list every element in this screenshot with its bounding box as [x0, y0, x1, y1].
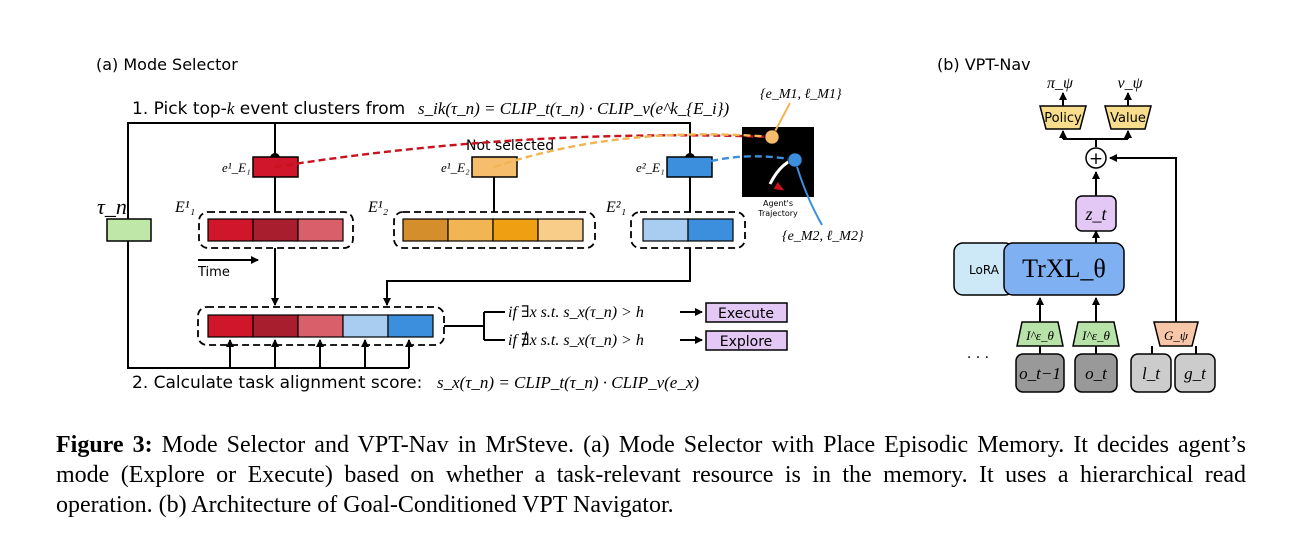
- cluster-cells-e3: [642, 218, 734, 242]
- loc-box: [1130, 353, 1172, 393]
- merged-cell-2: [252, 314, 299, 338]
- obs-prev-label: o_t−1: [1019, 364, 1061, 383]
- memory-link-orange: [493, 133, 773, 169]
- time-label: Time: [197, 265, 230, 280]
- figure-caption: Figure 3: Mode Selector and VPT-Nav in M…: [56, 430, 1246, 520]
- panel-b-title: (b) VPT-Nav: [937, 55, 1031, 74]
- step2-text: 2. Calculate task alignment score:: [132, 373, 422, 393]
- execute-box: [705, 302, 788, 323]
- sum-node: [1085, 147, 1107, 169]
- mem-label-1: {e_M1, ℓ_M1}: [760, 87, 842, 102]
- cluster-group-e3: [630, 211, 746, 249]
- pi-label: π_ψ: [1047, 75, 1074, 92]
- cluster-label-e1: E¹₁: [174, 199, 195, 216]
- cond-not-exists: if ∄x s.t. s_x(τ_n) > h: [508, 331, 644, 349]
- cluster-e2-cell-1: [402, 218, 449, 242]
- explore-box: [705, 330, 788, 351]
- cluster-e1-cell-3: [297, 218, 344, 242]
- cluster-label-e2: E¹₂: [367, 199, 389, 216]
- merged-cells: [207, 314, 434, 338]
- caption-text: Mode Selector and VPT-Nav in MrSteve. (a…: [56, 432, 1246, 518]
- merged-group: [197, 306, 445, 346]
- mem-label-2: {e_M2, ℓ_M2}: [782, 229, 864, 244]
- tau-label: τ_n: [97, 194, 127, 219]
- z-label: z_t: [1084, 204, 1107, 224]
- cluster-e2-cell-2: [447, 218, 494, 242]
- merge-arrow-2: [383, 248, 691, 306]
- mem-marker-1: [764, 129, 780, 145]
- decision-branch: [444, 308, 703, 344]
- explore-label: Explore: [720, 334, 773, 350]
- step2-formula: s_x(τ_n) = CLIP_t(τ_n) · CLIP_v(e_x): [437, 373, 699, 392]
- obs-prev: [1015, 353, 1065, 393]
- rep-label-e3: e²_E₁: [636, 160, 665, 175]
- z-box: [1075, 195, 1117, 232]
- agent-trajectory-label-2: Trajectory: [757, 209, 798, 218]
- cond-exists: if ∃x s.t. s_x(τ_n) > h: [508, 304, 644, 321]
- merged-cell-4: [342, 314, 389, 338]
- value-head: [1104, 105, 1152, 130]
- obs-curr-label: o_t: [1085, 364, 1108, 383]
- cluster-e2-cell-4: [537, 218, 584, 242]
- merged-cell-3: [297, 314, 344, 338]
- cluster-cells-e2: [402, 218, 584, 242]
- cluster-e1-cell-1: [207, 218, 254, 242]
- trajectory-arrow: [773, 182, 785, 191]
- value-label: Value: [1110, 111, 1146, 126]
- cluster-label-e3: E²₁: [605, 199, 626, 216]
- goal-encoder-label: G_ψ: [1164, 328, 1189, 343]
- cluster-cells-e1: [207, 218, 344, 242]
- mem-marker-2: [787, 152, 803, 168]
- execute-label: Execute: [718, 306, 774, 322]
- policy-label: Policy: [1044, 111, 1082, 126]
- rep-label-e1: e¹_E₁: [222, 160, 251, 175]
- rep-label-e2: e¹_E₂: [441, 160, 470, 175]
- encoder-curr: [1072, 321, 1120, 347]
- caption-label: Figure 3:: [56, 432, 153, 458]
- lora-label: LoRA: [969, 263, 1000, 277]
- cluster-e1-cell-2: [252, 218, 299, 242]
- step1-text: 1. Pick top-k event clusters from: [132, 99, 405, 119]
- goal-encoder: [1153, 321, 1199, 347]
- cluster-e2-cell-3: [492, 218, 539, 242]
- tau-box: [106, 218, 152, 242]
- sum-symbol: +: [1089, 149, 1103, 169]
- loc-label: l_t: [1142, 364, 1161, 383]
- sum-branches: [1036, 130, 1197, 354]
- memory-link-blue: [689, 155, 796, 169]
- cluster-group-e2: [393, 211, 596, 249]
- v-label: v_ψ: [1117, 75, 1143, 92]
- goal-label: g_t: [1184, 364, 1207, 383]
- trxl-label: TrXL_θ: [1022, 254, 1106, 283]
- rep-box-e3: [666, 156, 713, 178]
- cluster-group-e1: [198, 211, 354, 249]
- panel-a-title: (a) Mode Selector: [96, 55, 238, 74]
- policy-head: [1039, 105, 1087, 130]
- cluster-e3-cell-1: [642, 218, 689, 242]
- step1-formula: s_ik(τ_n) = CLIP_t(τ_n) · CLIP_v(e^k_{E_…: [418, 99, 729, 118]
- agent-trajectory-label-1: Agent's: [763, 199, 793, 208]
- obs-curr: [1074, 353, 1118, 393]
- cluster-e3-cell-2: [687, 218, 734, 242]
- trxl-box: [1003, 242, 1125, 296]
- ellipsis: · · ·: [967, 350, 989, 366]
- encoder-prev-label: I^ε_θ: [1025, 328, 1054, 343]
- merged-cell-5: [387, 314, 434, 338]
- goal-box: [1174, 353, 1216, 393]
- merged-cell-1: [207, 314, 254, 338]
- encoder-curr-label: I^ε_θ: [1081, 328, 1110, 343]
- encoder-prev: [1016, 321, 1064, 347]
